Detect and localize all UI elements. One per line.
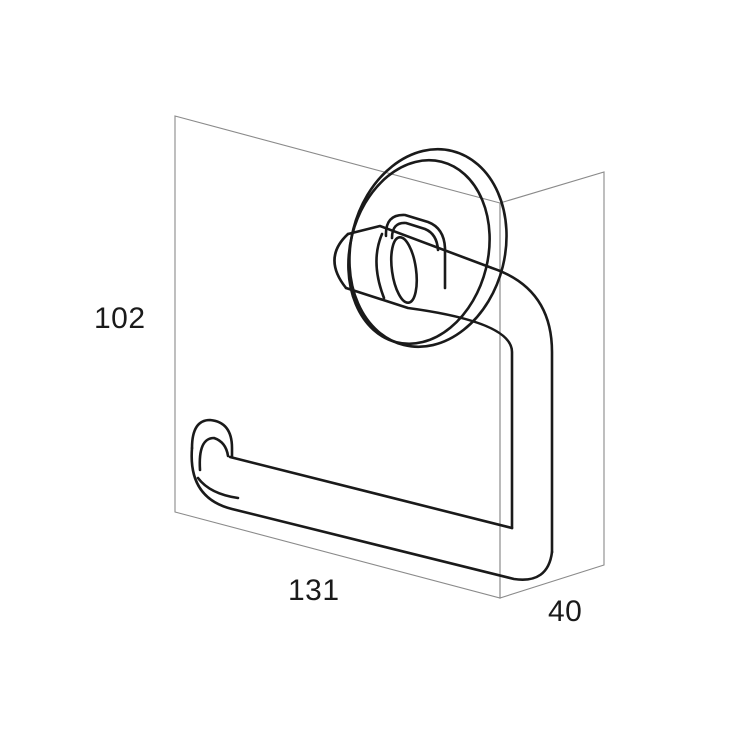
toilet-roll-holder — [190, 147, 554, 581]
arm-upper-edge — [346, 224, 554, 554]
bounding-box — [174, 115, 605, 599]
wall-rosette-outer — [348, 147, 508, 349]
arm-collar — [389, 235, 419, 305]
arm-collar-edge — [375, 232, 386, 300]
bounding-box-side-face — [499, 171, 605, 599]
arm-end-cap — [333, 232, 350, 290]
width-dimension-label: 131 — [288, 574, 340, 607]
rod-top-edge — [228, 455, 514, 530]
rod-front-shading — [196, 476, 240, 500]
rod-bottom-edge — [190, 446, 554, 581]
rod-tip-inner — [198, 436, 230, 472]
arm-lower-edge — [344, 286, 514, 530]
wall-rosette-face — [347, 158, 491, 346]
depth-dimension-label: 40 — [548, 595, 583, 628]
height-dimension-label: 102 — [94, 302, 146, 335]
mounting-socket — [384, 213, 447, 290]
rod-tip-outer — [190, 418, 234, 459]
bounding-box-back-face — [174, 115, 501, 599]
